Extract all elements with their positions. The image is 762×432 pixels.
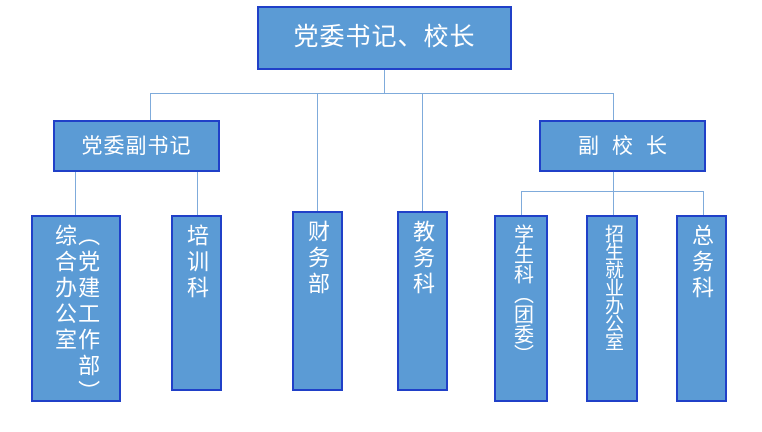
vertical-columns: （党建工作部） 综合办公室	[52, 224, 100, 406]
node-academic-affairs-section[interactable]: 教务科	[397, 211, 448, 391]
node-finance-department[interactable]: 财务部	[292, 211, 343, 391]
node-general-office[interactable]: （党建工作部） 综合办公室	[31, 215, 121, 406]
connector-drop-general-office	[75, 172, 76, 215]
connector-drop-finance	[317, 93, 318, 211]
node-label: 招生就业办公室	[601, 224, 623, 350]
node-label: 党委副书记	[81, 133, 192, 158]
connector-drop-academic	[422, 93, 423, 211]
node-label: 党委书记、校长	[293, 23, 476, 51]
node-enrollment-employment-office[interactable]: 招生就业办公室	[586, 215, 638, 402]
node-student-affairs-section[interactable]: 学生科（团委）	[494, 215, 548, 402]
connector-drop-deputy-secretary	[150, 93, 151, 120]
node-label: 培训科	[184, 224, 210, 302]
node-deputy-party-secretary[interactable]: 党委副书记	[53, 120, 220, 172]
connector-vice-principal-stem	[613, 172, 614, 215]
node-label-secondary: （党建工作部）	[75, 224, 101, 406]
node-vice-principal[interactable]: 副校长	[539, 120, 706, 172]
node-label: 综合办公室	[52, 224, 77, 354]
connector-drop-enrollment	[703, 191, 704, 215]
connector-drop-student-affairs	[521, 191, 522, 215]
connector-vice-principal-bus	[521, 191, 704, 192]
connector-main-bus	[150, 93, 614, 94]
node-label: 财务部	[305, 220, 331, 298]
node-training-section[interactable]: 培训科	[171, 215, 222, 391]
connector-drop-training	[197, 172, 198, 215]
node-label: 总务科	[689, 224, 715, 302]
node-party-secretary-principal[interactable]: 党委书记、校长	[257, 6, 512, 70]
node-general-services-section[interactable]: 总务科	[676, 215, 727, 402]
node-label: 学生科（团委）	[510, 224, 533, 364]
node-label: 教务科	[410, 220, 436, 298]
connector-drop-vice-principal	[613, 93, 614, 120]
connector-root-stem	[384, 70, 385, 93]
node-label: 副校长	[578, 133, 680, 158]
